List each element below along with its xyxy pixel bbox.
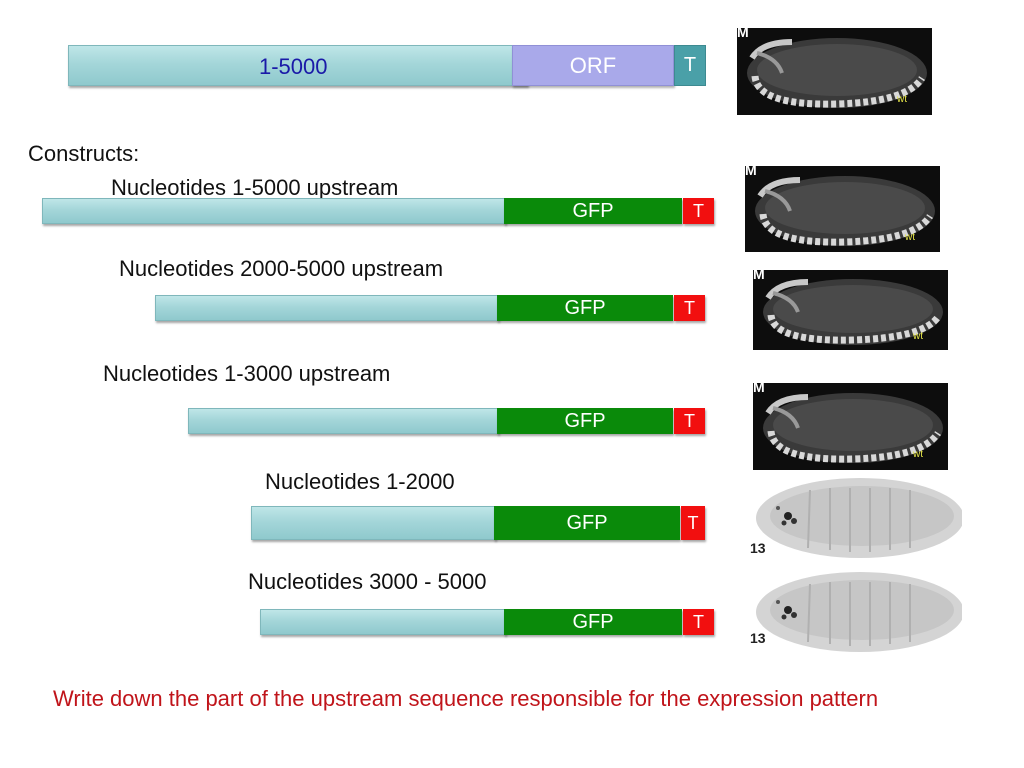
gene-terminator-box: T	[674, 45, 706, 86]
construct-4-label: Nucleotides 1-2000	[265, 469, 455, 494]
construct-3-gfp-box: GFP	[497, 408, 673, 434]
embryo-genotype-tag: wt	[905, 232, 915, 243]
construct-2-terminator-box: T	[674, 295, 705, 321]
construct-5-upstream-bar	[260, 609, 506, 635]
construct-1-terminator-box: T	[683, 198, 714, 224]
embryo-image-construct-1: M wt	[745, 166, 940, 252]
construct-5-terminator-box: T	[683, 609, 714, 635]
question-text: Write down the part of the upstream sequ…	[53, 686, 879, 711]
construct-3-label: Nucleotides 1-3000 upstream	[103, 361, 391, 386]
construct-2-upstream-bar	[155, 295, 499, 321]
gene-upstream-bar	[68, 45, 528, 86]
embryo-corner-letter: M	[737, 28, 749, 40]
construct-1-gfp-box: GFP	[504, 198, 682, 224]
embryo-image-construct-4: 13	[750, 476, 962, 566]
embryo-genotype-tag: wt	[913, 331, 923, 342]
construct-4-upstream-bar	[251, 506, 496, 540]
construct-2-label: Nucleotides 2000-5000 upstream	[119, 256, 444, 281]
embryo-genotype-tag: wt	[913, 449, 923, 460]
construct-5-label: Nucleotides 3000 - 5000	[248, 569, 487, 594]
construct-3-upstream-bar	[188, 408, 499, 434]
embryo-genotype-tag: wt	[897, 94, 907, 105]
embryo-corner-letter: M	[745, 166, 757, 178]
construct-5-gfp-box: GFP	[504, 609, 682, 635]
construct-1-label: Nucleotides 1-5000 upstream	[111, 175, 399, 200]
embryo-image-construct-3: M wt	[753, 383, 948, 470]
construct-4-terminator-box: T	[681, 506, 705, 540]
gene-upstream-label: 1-5000	[259, 54, 328, 79]
gene-orf-box: ORF	[512, 45, 674, 86]
construct-3-terminator-box: T	[674, 408, 705, 434]
construct-2-gfp-box: GFP	[497, 295, 673, 321]
embryo-image-construct-2: M wt	[753, 270, 948, 350]
embryo-image-construct-5: 13	[750, 570, 962, 660]
construct-1-upstream-bar	[42, 198, 506, 224]
embryo-corner-letter: M	[753, 270, 765, 282]
construct-4-gfp-box: GFP	[494, 506, 680, 540]
embryo-stage-label: 13	[750, 540, 766, 556]
embryo-corner-letter: M	[753, 383, 765, 395]
embryo-stage-label: 13	[750, 630, 766, 646]
embryo-image-reference: M wt	[737, 28, 932, 115]
constructs-heading: Constructs:	[28, 141, 140, 166]
